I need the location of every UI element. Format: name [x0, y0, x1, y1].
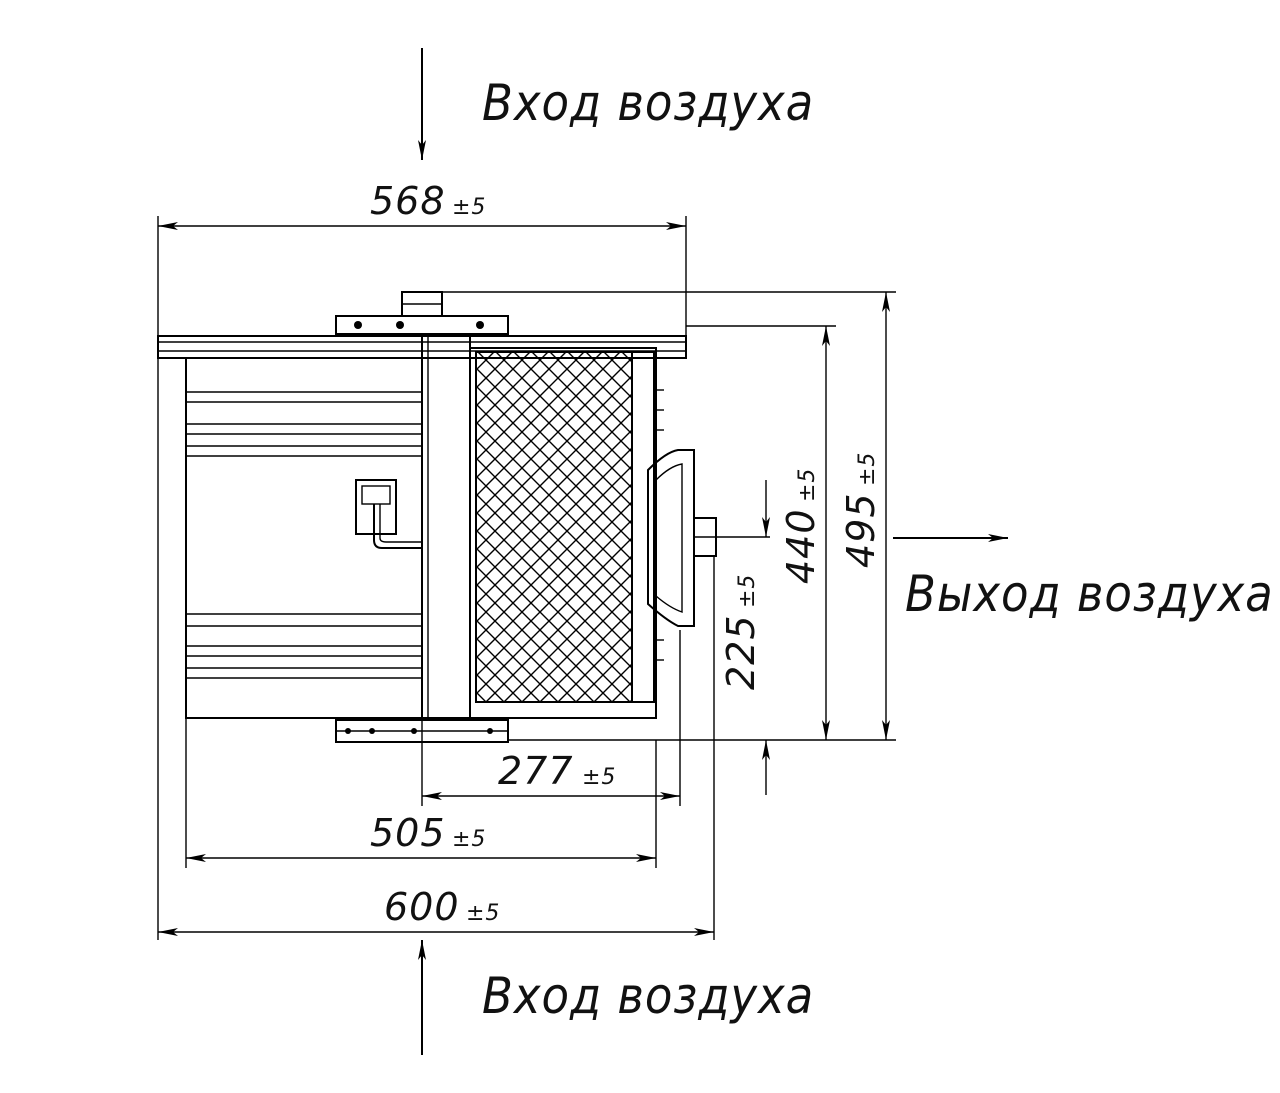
housing [157, 335, 687, 719]
top-bracket [335, 291, 509, 335]
dim-277: 277 ±5 [498, 749, 616, 793]
dim-600-tolerance: ±5 [466, 901, 500, 926]
air-inlet-top-label: Вход воздуха [482, 74, 814, 132]
dim-277-value: 277 [498, 749, 574, 793]
dim-440: 440 ±5 [779, 468, 823, 584]
filter-element [469, 347, 664, 719]
dim-495: 495 ±5 [839, 452, 883, 568]
dim-495-value: 495 [839, 492, 883, 568]
dim-225-value: 225 [719, 614, 763, 690]
dim-568: 568 ±5 [370, 179, 486, 223]
dim-440-value: 440 [779, 508, 823, 584]
dim-505-tolerance: ±5 [452, 827, 486, 852]
dim-225: 225 ±5 [719, 574, 763, 690]
latch-clip [355, 479, 422, 549]
dim-568-value: 568 [370, 179, 446, 223]
dim-505: 505 ±5 [370, 811, 486, 855]
air-outlet-label: Выход воздуха [905, 565, 1274, 623]
dim-505-value: 505 [370, 811, 446, 855]
dim-495-tolerance: ±5 [855, 452, 880, 486]
dimension-lines [157, 216, 896, 940]
dim-568-tolerance: ±5 [452, 195, 486, 220]
dim-440-tolerance: ±5 [795, 468, 820, 502]
dim-600-value: 600 [384, 885, 460, 929]
end-cap [647, 449, 770, 627]
dim-225-tolerance: ±5 [735, 574, 760, 608]
dim-600: 600 ±5 [384, 885, 500, 929]
dim-277-tolerance: ±5 [582, 765, 616, 790]
air-inlet-bottom-label: Вход воздуха [482, 967, 814, 1025]
